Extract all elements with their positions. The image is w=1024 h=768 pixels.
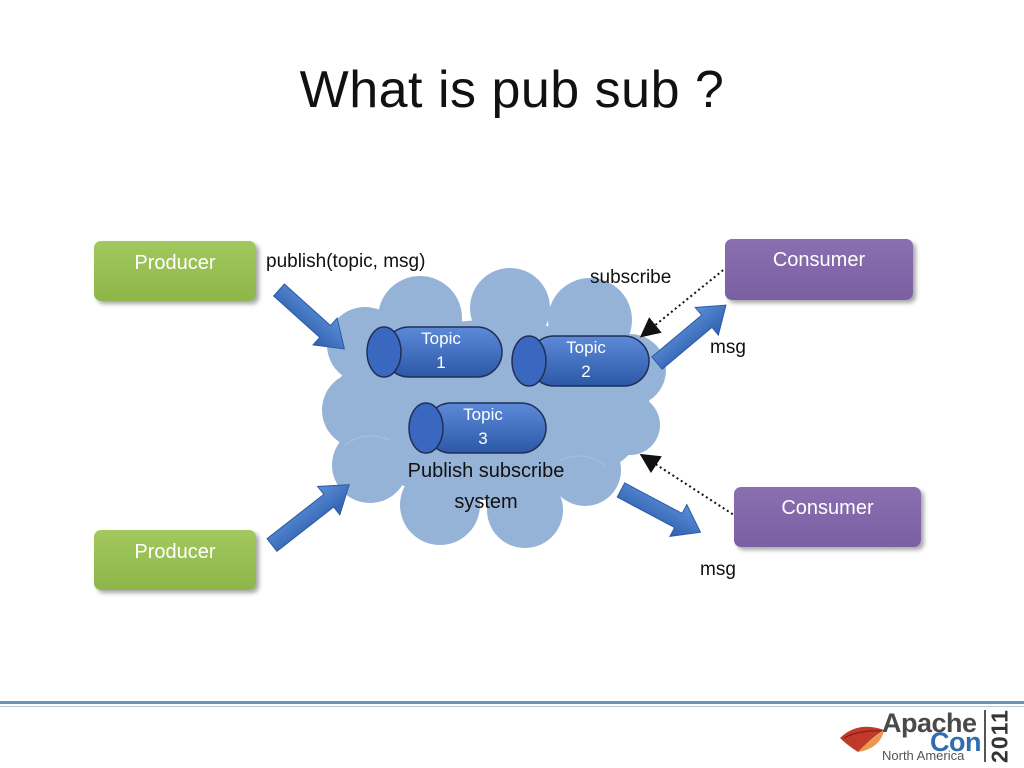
msg-label-top: msg <box>710 337 746 358</box>
logo-region-text: North America <box>882 748 965 763</box>
topic-label-1: Topic 1 <box>421 329 461 372</box>
deliver-arrow-bottom <box>616 482 702 538</box>
deliver-arrow-top <box>651 304 727 370</box>
producer-label: Producer <box>134 541 216 563</box>
subscribe-arrow-top <box>639 266 728 338</box>
logo-con-text: Con <box>930 727 981 757</box>
system-label: Publish subscribe system <box>407 460 565 513</box>
consumer-box-top: Consumer <box>725 239 913 300</box>
logo-year: 2011 <box>984 709 1014 763</box>
footer-rule-thin <box>0 706 1024 707</box>
publish-arrow-top <box>272 283 346 350</box>
msg-label-bottom: msg <box>700 559 736 580</box>
topic-cylinder-3 <box>408 402 547 454</box>
topic-cylinder-1 <box>366 326 503 378</box>
feather-icon <box>840 726 884 752</box>
apachecon-logo: Apache Con North America 2011 <box>840 708 1020 764</box>
topic-cylinder-2 <box>511 335 650 387</box>
subscribe-arrow-bottom <box>639 453 738 518</box>
producer-box-bottom: Producer <box>94 530 256 590</box>
publish-arrow-bottom <box>266 484 350 553</box>
publish-label: publish(topic, msg) <box>266 251 426 272</box>
subscribe-label: subscribe <box>590 267 672 288</box>
topic-label-2: Topic 2 <box>566 338 606 381</box>
producer-box-top: Producer <box>94 241 256 301</box>
footer-rule <box>0 701 1024 704</box>
producer-label: Producer <box>134 252 216 274</box>
consumer-label: Consumer <box>772 249 866 271</box>
slide-title: What is pub sub ? <box>299 61 725 119</box>
consumer-box-bottom: Consumer <box>734 487 921 547</box>
topic-label-3: Topic 3 <box>463 405 503 448</box>
consumer-label: Consumer <box>781 497 874 519</box>
logo-apache-text: Apache <box>882 708 977 738</box>
logo-year-text: 2011 <box>986 709 1013 763</box>
